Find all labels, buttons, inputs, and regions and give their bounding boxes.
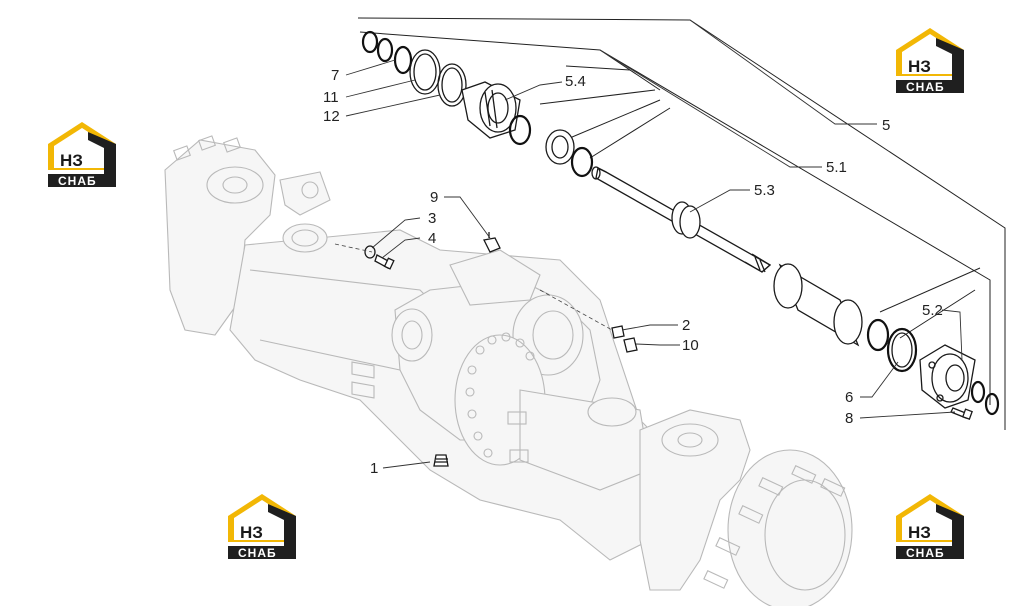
callout-4: 4: [428, 230, 436, 247]
plug-1: [433, 454, 449, 467]
o-ring-7a: [376, 37, 394, 63]
logo-caption-text: СНАБ: [906, 546, 945, 560]
callout-8: 8: [845, 410, 853, 427]
logo-caption-text: СНАБ: [906, 80, 945, 94]
callout-6: 6: [845, 389, 853, 406]
flange-bolts: [465, 332, 535, 458]
axle-housing-illustration: [164, 135, 853, 606]
watermark-logo-top-right: НЗ СНАБ: [896, 28, 964, 94]
beam-pad-1: [351, 381, 375, 399]
logo-mark-text: НЗ: [908, 523, 931, 542]
beam-pad-2: [351, 361, 375, 379]
left-kingpin-cap-center: [222, 176, 248, 194]
seal-rings-top: [361, 30, 467, 107]
pivot-bore: [401, 320, 423, 350]
frame-5-1: [359, 31, 991, 405]
bolt-8: [950, 407, 973, 420]
cylinder-mount: [449, 249, 541, 306]
logo-caption-text: СНАБ: [58, 174, 97, 188]
washer-12: [437, 63, 467, 107]
left-cylinder-boss: [282, 223, 328, 253]
input-flange-bore: [532, 310, 574, 360]
right-cylinder-boss: [587, 397, 637, 427]
rings-end: [866, 318, 918, 373]
watermark-logo-bottom-left: НЗ СНАБ: [228, 494, 296, 560]
right-kingpin-cap: [661, 423, 719, 457]
callout-5-4: 5.4: [565, 73, 586, 90]
callout-3: 3: [428, 210, 436, 227]
callout-9: 9: [430, 189, 438, 206]
callout-5-2: 5.2: [922, 302, 943, 319]
rings-after-gland: [508, 114, 594, 178]
grease-fitting-9: [483, 237, 501, 253]
logo-mark-text: НЗ: [908, 57, 931, 76]
right-pad-2: [509, 449, 529, 463]
end-cap-5-2: [919, 344, 1000, 416]
logo-mark-text: НЗ: [240, 523, 263, 542]
callout-7: 7: [331, 67, 339, 84]
washer-3: [364, 245, 376, 259]
watermark-logo-bottom-right: НЗ СНАБ: [896, 494, 964, 560]
fittings-center: [334, 232, 638, 467]
right-kingpin-cap-center: [677, 432, 703, 448]
left-steering-arm: [279, 171, 331, 216]
watermark-logo-left: НЗ СНАБ: [48, 122, 116, 188]
o-ring-small: [361, 30, 379, 54]
left-arm-hole: [301, 181, 319, 199]
fitting-2: [611, 325, 625, 339]
fitting-10: [623, 337, 638, 353]
right-wheel-hub: [727, 449, 853, 606]
logo-caption-text: СНАБ: [238, 546, 277, 560]
pivot-boss: [391, 308, 433, 362]
callout-labels: 7 11 12 5.4 5 5.1 5.3 5.2 6 8 9 3 4 2 10…: [323, 67, 943, 477]
right-pad-1: [507, 411, 527, 425]
right-steering-knuckle: [639, 409, 751, 591]
left-hub-bolts: [173, 135, 241, 161]
beam-edge-lower: [259, 339, 401, 371]
gland-5-4: [461, 81, 521, 139]
callout-10: 10: [682, 337, 699, 354]
o-ring-7: [393, 45, 413, 75]
callout-2: 2: [682, 317, 690, 334]
washer-11: [409, 49, 441, 95]
left-cylinder-boss-inner: [291, 229, 319, 247]
cylinder-barrel: [773, 263, 863, 347]
callout-1: 1: [370, 460, 378, 477]
logo-mark-text: НЗ: [60, 151, 83, 170]
leader-lines: [345, 19, 963, 469]
callout-11: 11: [323, 89, 339, 106]
wheel-studs: [703, 464, 846, 589]
callout-5: 5: [882, 117, 890, 134]
callout-5-1: 5.1: [826, 159, 847, 176]
left-kingpin-cap: [206, 166, 264, 204]
callout-12: 12: [323, 108, 340, 125]
piston-rod-5-3: [591, 166, 772, 273]
callout-5-3: 5.3: [754, 182, 775, 199]
